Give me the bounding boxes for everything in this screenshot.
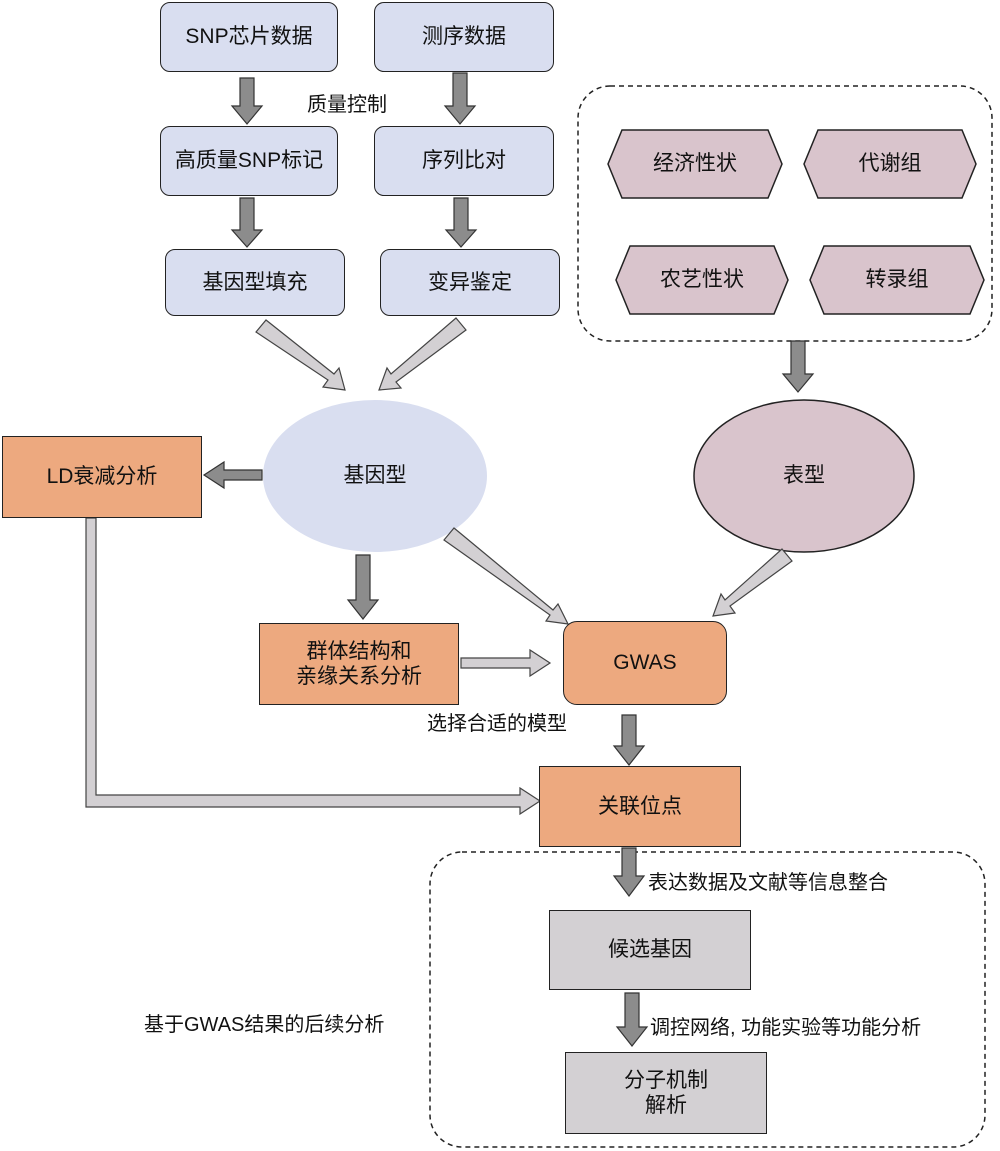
label-integration: 表达数据及文献等信息整合: [648, 872, 888, 894]
arrow-genotype-to-gwas: [443, 527, 570, 625]
agro-trait-label: 农艺性状: [660, 268, 744, 292]
econ-trait-label: 经济性状: [653, 152, 737, 176]
label-functional-analysis: 调控网络, 功能实验等功能分析: [650, 1017, 922, 1039]
arrow-loci-to-candidate: [612, 847, 646, 897]
node-seq-data: 测序数据: [374, 2, 554, 72]
hex-transcriptome: [809, 245, 985, 315]
label-followup-analysis: 基于GWAS结果的后续分析: [144, 1014, 385, 1036]
arrow-align-to-variant: [444, 197, 478, 248]
node-gwas: GWAS: [563, 621, 727, 705]
mechanism-line1: 分子机制: [624, 1068, 708, 1092]
node-variant-call: 变异鉴定: [380, 249, 560, 316]
label-quality-control: 质量控制: [307, 94, 387, 116]
pop-structure-line2: 亲缘关系分析: [296, 665, 422, 688]
node-pop-structure: 群体结构和 亲缘关系分析: [259, 623, 459, 705]
arrow-candidate-to-mechanism: [615, 992, 649, 1047]
hex-agro-trait: [615, 245, 789, 315]
omics-group-container: [577, 85, 993, 342]
arrow-genotype-to-ld: [202, 460, 263, 490]
arrow-popstruct-to-gwas: [460, 648, 552, 678]
pop-structure-line1: 群体结构和: [306, 639, 412, 663]
arrow-gwas-to-loci: [612, 714, 646, 766]
label-choose-model: 选择合适的模型: [427, 713, 567, 735]
arrow-seq-to-align: [443, 72, 477, 125]
hex-econ-trait: [607, 129, 783, 199]
node-imputation: 基因型填充: [165, 249, 345, 316]
arrow-hq-to-impute: [230, 197, 264, 248]
node-hq-snp: 高质量SNP标记: [160, 126, 338, 196]
genotype-ellipse: [263, 400, 487, 552]
node-ld-decay: LD衰减分析: [2, 436, 202, 518]
node-candidate-gene: 候选基因: [549, 910, 751, 990]
hex-metabolome: [803, 129, 977, 199]
arrow-ld-to-loci: [85, 517, 542, 816]
arrow-snp-to-hq: [230, 77, 264, 125]
arrow-variant-to-genotype: [378, 317, 467, 391]
transcriptome-label: 转录组: [865, 268, 929, 292]
node-seq-align: 序列比对: [374, 126, 554, 196]
phenotype-ellipse: [693, 399, 915, 553]
arrow-group-to-phenotype: [781, 340, 815, 393]
followup-group-container: [429, 851, 986, 1148]
node-assoc-loci: 关联位点: [539, 766, 741, 847]
node-mechanism: 分子机制 解析: [565, 1052, 767, 1134]
genotype-label: 基因型: [343, 464, 407, 488]
arrow-impute-to-genotype: [255, 319, 346, 391]
phenotype-label: 表型: [783, 464, 825, 488]
mechanism-line2: 解析: [645, 1094, 687, 1117]
arrow-phenotype-to-gwas: [712, 548, 793, 617]
node-snp-chip: SNP芯片数据: [160, 2, 338, 72]
metabolome-label: 代谢组: [858, 152, 922, 176]
arrow-genotype-to-popstruct: [346, 554, 380, 620]
